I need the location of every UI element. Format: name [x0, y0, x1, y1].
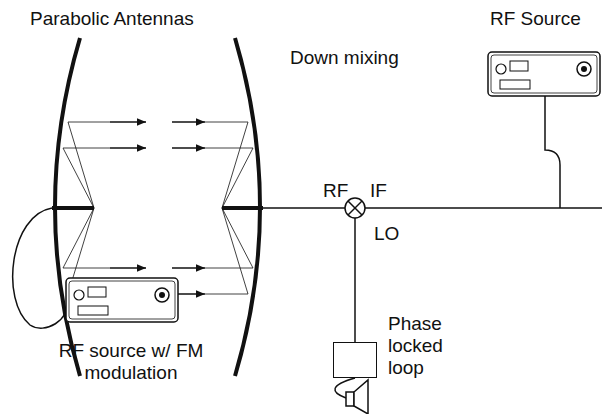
- feed-rod: [52, 206, 94, 210]
- feed-rod: [222, 206, 263, 210]
- port-label: IF: [370, 180, 387, 202]
- rf-instrument: [488, 52, 600, 96]
- instrument-label: RF source w/ FM modulation: [36, 340, 226, 384]
- wave-arrows: [110, 122, 205, 294]
- figure-heading: RF Source: [490, 8, 581, 30]
- pll-box: Phase locked loop: [333, 342, 377, 378]
- speaker-symbol: [346, 380, 368, 414]
- rf-instrument: [66, 278, 178, 322]
- block-label: Phase locked loop: [388, 313, 478, 379]
- ray-lines: [63, 122, 253, 294]
- wire: [13, 95, 602, 398]
- stage-label: Down mixing: [290, 47, 399, 69]
- figure-heading: Parabolic Antennas: [30, 8, 194, 30]
- port-label: LO: [374, 223, 399, 245]
- port-label: RF: [323, 180, 348, 202]
